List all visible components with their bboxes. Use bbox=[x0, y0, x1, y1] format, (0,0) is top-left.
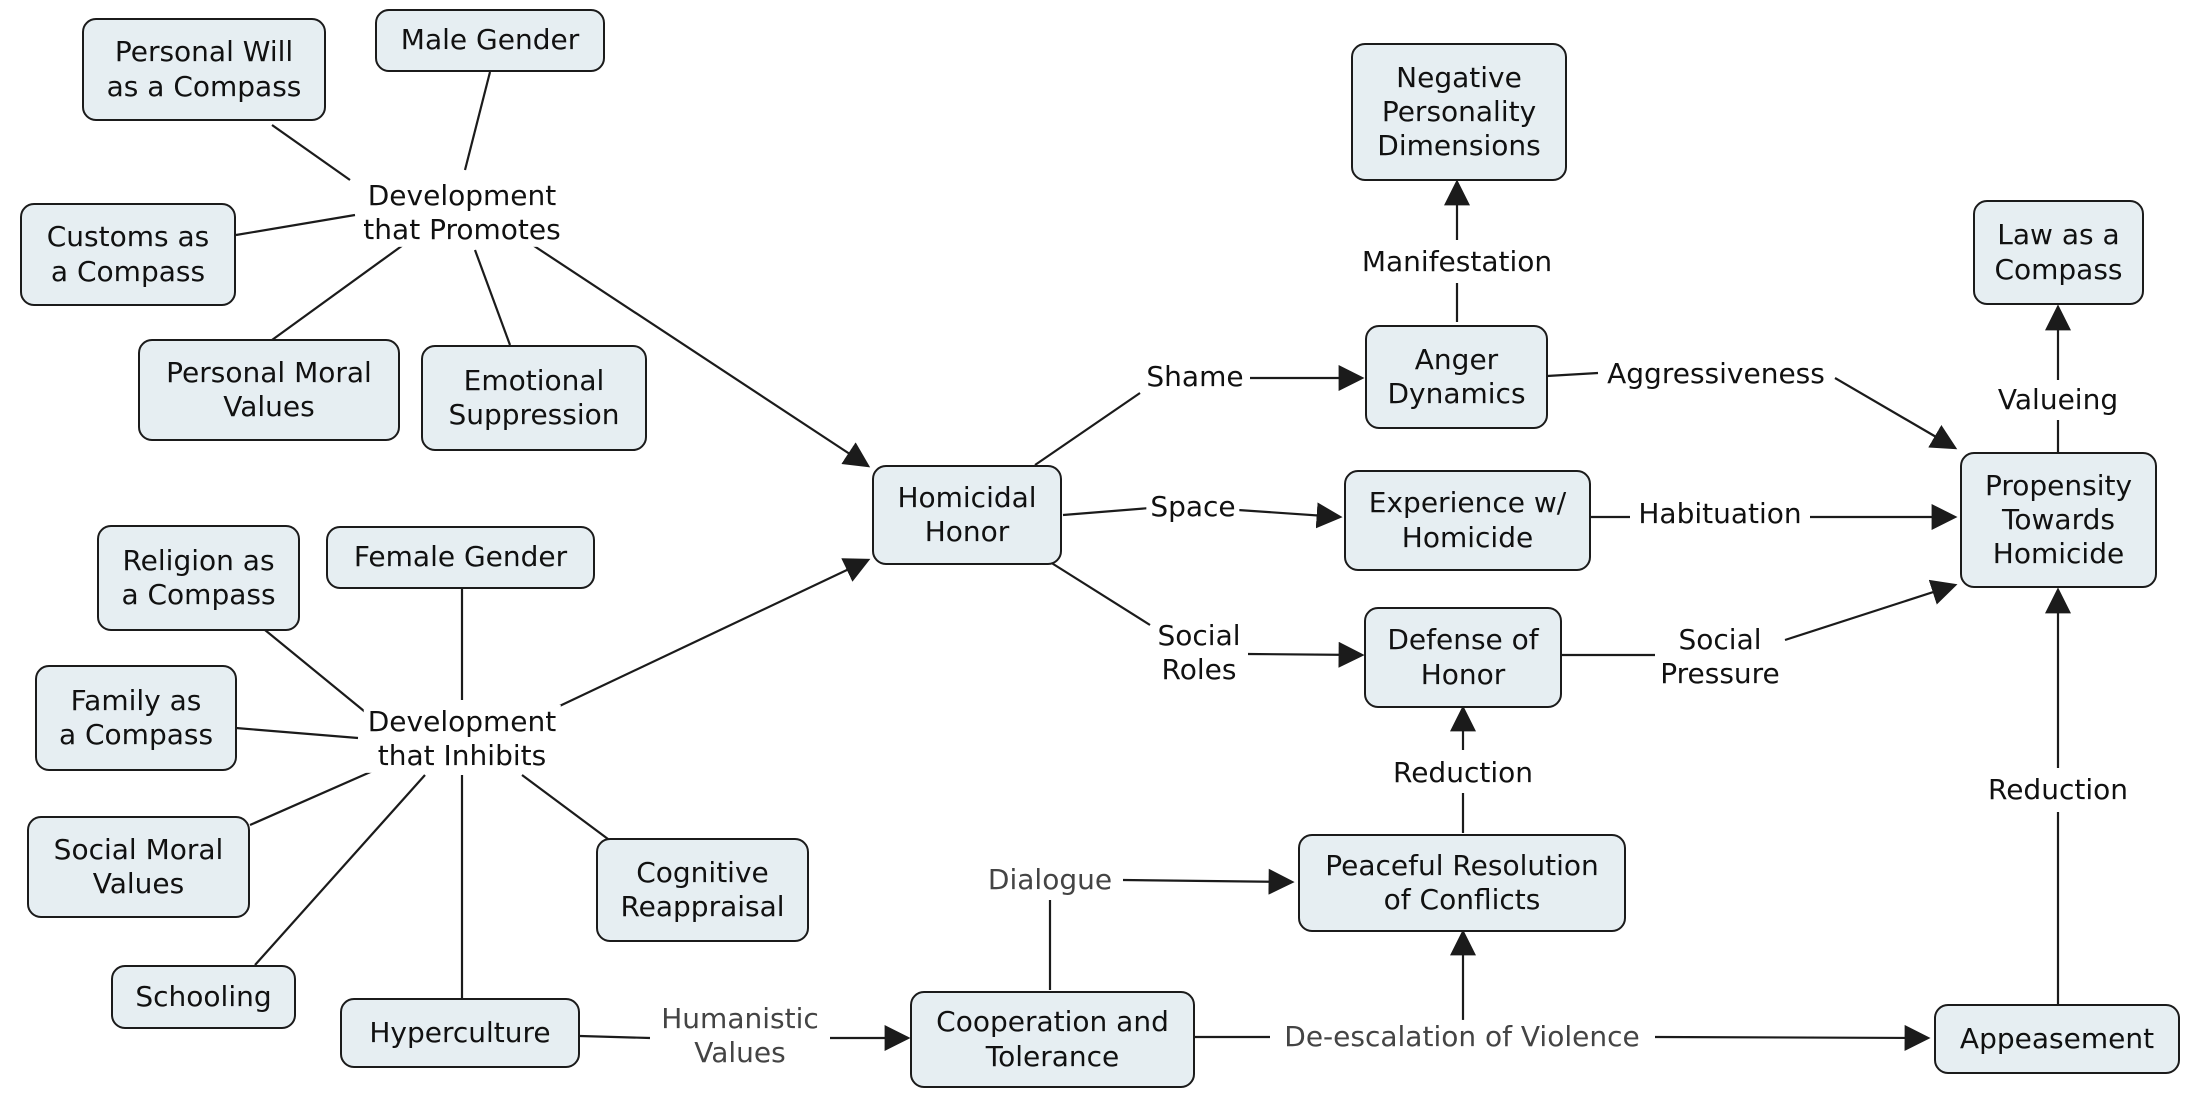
node-law[interactable]: Law as a Compass bbox=[1973, 200, 2144, 305]
edge-anger-aggressiveness bbox=[1546, 371, 1599, 378]
node-customs[interactable]: Customs as a Compass bbox=[20, 203, 236, 306]
label-aggressiveness: Aggressiveness bbox=[1603, 356, 1829, 392]
label-reduction-propensity: Reduction bbox=[1984, 772, 2132, 808]
label-dev-promotes: Development that Promotes bbox=[359, 178, 565, 248]
edge-personal-will-promotes bbox=[271, 124, 351, 181]
node-homicidal-honor[interactable]: Homicidal Honor bbox=[872, 465, 1062, 565]
node-religion[interactable]: Religion as a Compass bbox=[97, 525, 300, 631]
label-deescalation: De-escalation of Violence bbox=[1280, 1019, 1644, 1055]
node-experience[interactable]: Experience w/ Homicide bbox=[1344, 470, 1591, 571]
node-peaceful[interactable]: Peaceful Resolution of Conflicts bbox=[1298, 834, 1626, 932]
label-humanistic: Humanistic Values bbox=[657, 1001, 823, 1071]
node-appeasement[interactable]: Appeasement bbox=[1934, 1004, 2180, 1074]
label-space: Space bbox=[1146, 489, 1240, 525]
node-cooperation[interactable]: Cooperation and Tolerance bbox=[910, 991, 1195, 1088]
edge-customs-promotes bbox=[235, 213, 356, 237]
label-reduction-defense: Reduction bbox=[1389, 755, 1537, 791]
node-emotional-suppression[interactable]: Emotional Suppression bbox=[421, 345, 647, 451]
edge-schooling-inhibits bbox=[254, 774, 426, 966]
label-shame: Shame bbox=[1142, 359, 1248, 395]
label-dev-inhibits: Development that Inhibits bbox=[363, 704, 561, 774]
edge-honor-shame bbox=[1034, 392, 1141, 466]
edge-cognitive-inhibits bbox=[521, 774, 613, 843]
edge-space-experience bbox=[1237, 502, 1343, 529]
edge-socialpressure-propensity bbox=[1784, 579, 1958, 642]
node-female-gender[interactable]: Female Gender bbox=[326, 526, 595, 589]
node-family[interactable]: Family as a Compass bbox=[35, 665, 237, 771]
edge-family-inhibits bbox=[235, 726, 359, 740]
node-personal-moral[interactable]: Personal Moral Values bbox=[138, 339, 400, 441]
edge-social-moral-inhibits bbox=[249, 768, 376, 827]
edge-promotes-honor bbox=[524, 239, 871, 468]
node-personal-will[interactable]: Personal Will as a Compass bbox=[82, 18, 326, 121]
edge-honor-space bbox=[1062, 506, 1151, 517]
node-defense[interactable]: Defense of Honor bbox=[1364, 607, 1562, 708]
node-propensity[interactable]: Propensity Towards Homicide bbox=[1960, 452, 2157, 588]
edge-deescalation-appeasement bbox=[1654, 1024, 1931, 1051]
label-social-pressure: Social Pressure bbox=[1656, 622, 1784, 692]
node-social-moral[interactable]: Social Moral Values bbox=[27, 816, 250, 918]
label-habituation: Habituation bbox=[1634, 496, 1806, 532]
node-anger[interactable]: Anger Dynamics bbox=[1365, 325, 1548, 429]
edge-aggressiveness-propensity bbox=[1834, 377, 1958, 450]
edge-personal-moral-promotes bbox=[271, 239, 411, 341]
edge-inhibits-honor bbox=[529, 558, 871, 721]
node-hyperculture[interactable]: Hyperculture bbox=[340, 998, 580, 1068]
label-dialogue: Dialogue bbox=[983, 862, 1117, 898]
edge-socialroles-defense bbox=[1247, 641, 1365, 668]
label-social-roles: Social Roles bbox=[1153, 618, 1245, 688]
edge-hyperculture-humanistic bbox=[579, 1034, 651, 1040]
edge-emotional-promotes bbox=[473, 249, 512, 346]
label-valueing: Valueing bbox=[1993, 382, 2123, 418]
node-schooling[interactable]: Schooling bbox=[111, 965, 296, 1029]
label-manifestation: Manifestation bbox=[1357, 244, 1557, 280]
node-cognitive[interactable]: Cognitive Reappraisal bbox=[596, 838, 809, 942]
edge-dialogue-peaceful bbox=[1122, 868, 1295, 895]
edge-honor-socialroles bbox=[1049, 561, 1151, 626]
edge-male-gender-promotes bbox=[463, 71, 492, 171]
edge-religion-inhibits bbox=[264, 629, 376, 721]
node-male-gender[interactable]: Male Gender bbox=[375, 9, 605, 72]
node-negative-personality[interactable]: Negative Personality Dimensions bbox=[1351, 43, 1567, 181]
